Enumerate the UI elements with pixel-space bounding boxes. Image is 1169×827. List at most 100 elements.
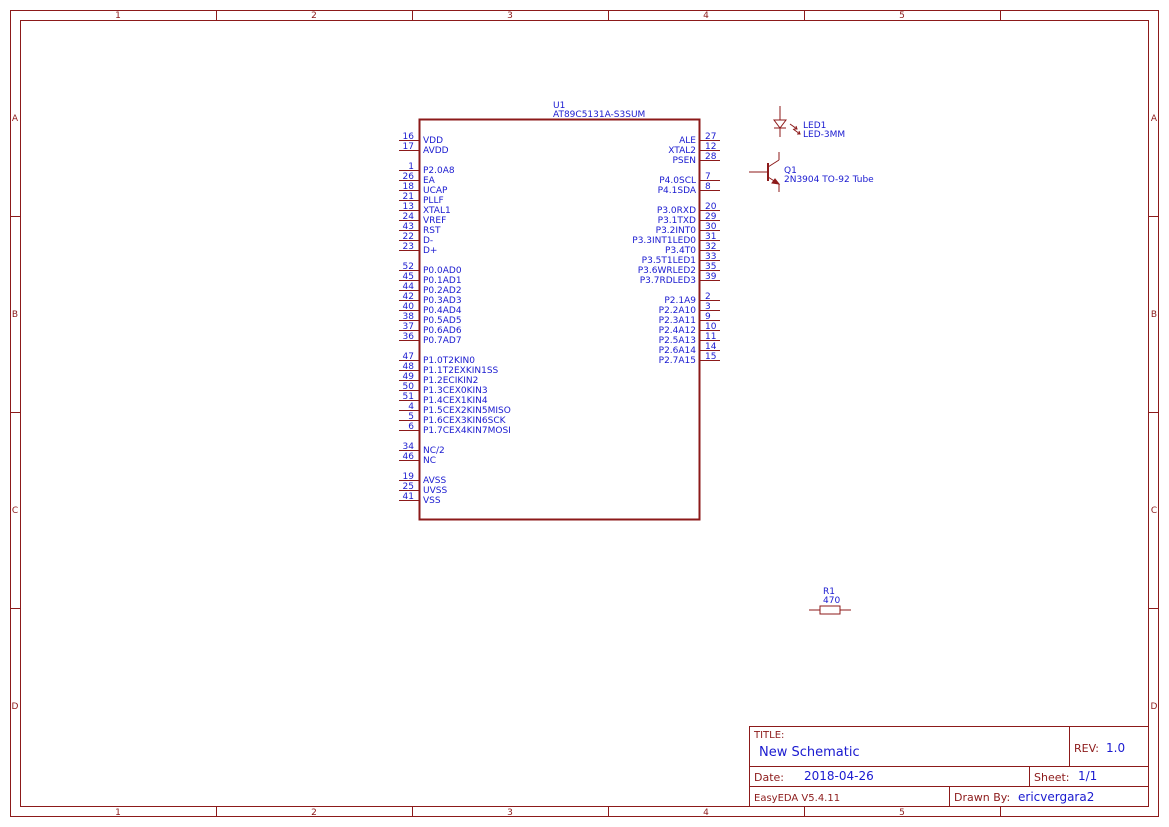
u1-pin-name: P2.3A11 bbox=[659, 316, 696, 326]
u1-part-name: AT89C5131A-S3SUM bbox=[553, 110, 645, 120]
drawing-frame bbox=[10, 10, 1159, 817]
drawn-by-value: ericvergara2 bbox=[1018, 790, 1094, 804]
u1-pin-number: 20 bbox=[705, 202, 717, 212]
u1-pin-name: P2.6A14 bbox=[659, 346, 697, 356]
u1-pin-number: 27 bbox=[705, 132, 716, 142]
u1-pin-name: EA bbox=[423, 176, 436, 186]
u1-pin-number: 25 bbox=[403, 482, 414, 492]
q1-designator: Q1 bbox=[784, 166, 797, 176]
frame-row-label: C bbox=[1151, 506, 1157, 516]
u1-pin-name: UCAP bbox=[423, 186, 448, 196]
u1-pin-number: 3 bbox=[705, 302, 711, 312]
u1-body bbox=[418, 118, 701, 521]
u1-pin-name: P3.0RXD bbox=[657, 206, 696, 216]
schematic-title: New Schematic bbox=[759, 745, 860, 760]
u1-pin-number: 30 bbox=[705, 222, 717, 232]
u1-pin-number: 13 bbox=[403, 202, 414, 212]
u1-pin-name: P0.5AD5 bbox=[423, 316, 462, 326]
u1-pin-number: 37 bbox=[403, 322, 414, 332]
frame-column-label: 1 bbox=[115, 11, 121, 21]
frame-column-label: 4 bbox=[703, 808, 709, 818]
u1-pin-name: AVSS bbox=[423, 476, 446, 486]
u1-pin-number: 36 bbox=[403, 332, 415, 342]
u1-pin-number: 1 bbox=[408, 162, 414, 172]
u1-pin-number: 49 bbox=[403, 372, 415, 382]
q1-part-name: 2N3904 TO-92 Tube bbox=[784, 175, 874, 185]
u1-pin-number: 6 bbox=[408, 422, 414, 432]
sheet-label: Sheet: bbox=[1034, 771, 1070, 784]
u1-pin-number: 17 bbox=[403, 142, 414, 152]
led1-light-arrow-2 bbox=[792, 128, 801, 135]
u1-pin-number: 7 bbox=[705, 172, 711, 182]
u1-pin-number: 12 bbox=[705, 142, 716, 152]
u1-pin-name: VDD bbox=[423, 136, 443, 146]
led1-arrow-head-1 bbox=[794, 125, 798, 130]
frame-row-label: A bbox=[12, 114, 19, 124]
u1-pin-name: P0.7AD7 bbox=[423, 336, 462, 346]
u1-pin-name: D+ bbox=[423, 246, 437, 256]
led1-diode-symbol bbox=[773, 119, 787, 129]
u1-pin-name: RST bbox=[423, 226, 441, 236]
u1-pin-number: 11 bbox=[705, 332, 716, 342]
outer-frame bbox=[10, 10, 1159, 817]
u1-pin-name: P2.5A13 bbox=[659, 336, 696, 346]
frame-column-label: 3 bbox=[507, 808, 513, 818]
u1-pin-number: 29 bbox=[705, 212, 717, 222]
u1-pin-number: 51 bbox=[403, 392, 414, 402]
u1-pin-number: 41 bbox=[403, 492, 414, 502]
u1-pin-number: 23 bbox=[403, 242, 414, 252]
u1-pin-name: ALE bbox=[679, 136, 696, 146]
u1-pin-name: D- bbox=[423, 236, 433, 246]
u1-pin-number: 52 bbox=[403, 262, 414, 272]
led1-arrow-head-2 bbox=[797, 130, 801, 135]
u1-pin-name: P0.6AD6 bbox=[423, 326, 462, 336]
frame-column-label: 2 bbox=[311, 808, 317, 818]
u1-pin-number: 44 bbox=[403, 282, 415, 292]
u1-pin-name: P3.1TXD bbox=[658, 216, 696, 226]
r1-component[interactable] bbox=[809, 605, 851, 615]
frame-row-label: B bbox=[1151, 310, 1157, 320]
u1-pin-number: 32 bbox=[705, 242, 716, 252]
u1-pin-name: P2.0A8 bbox=[423, 166, 455, 176]
u1-pin-name: XTAL1 bbox=[423, 206, 451, 216]
u1-pin-number: 46 bbox=[403, 452, 415, 462]
u1-pin-number: 18 bbox=[403, 182, 415, 192]
u1-pin-name: P1.5CEX2KIN5MISO bbox=[423, 406, 511, 416]
u1-pin-number: 42 bbox=[403, 292, 414, 302]
u1-pin-name: P4.0SCL bbox=[659, 176, 696, 186]
r1-designator: R1 bbox=[823, 587, 835, 597]
u1-pin-number: 31 bbox=[705, 232, 716, 242]
led1-designator: LED1 bbox=[803, 121, 826, 131]
inner-frame bbox=[20, 20, 1149, 807]
u1-pin-number: 14 bbox=[705, 342, 717, 352]
u1-pin-name: P3.2INT0 bbox=[656, 226, 697, 236]
u1-pin-number: 39 bbox=[705, 272, 717, 282]
led1-component[interactable] bbox=[773, 106, 801, 137]
u1-pin-number: 45 bbox=[403, 272, 414, 282]
u1-pin-name: P2.7A15 bbox=[659, 356, 696, 366]
u1-pin-name: P1.4CEX1KIN4 bbox=[423, 396, 488, 406]
u1-pin-name: PLLF bbox=[423, 196, 444, 206]
frame-row-label: A bbox=[1151, 114, 1158, 124]
u1-pin-name: P4.1SDA bbox=[658, 186, 697, 196]
frame-column-label: 5 bbox=[899, 11, 905, 21]
u1-pin-number: 8 bbox=[705, 182, 711, 192]
u1-pin-name: P3.6WRLED2 bbox=[638, 266, 696, 276]
u1-pin-name: P0.1AD1 bbox=[423, 276, 462, 286]
drawn-by-label: Drawn By: bbox=[954, 791, 1010, 804]
u1-pin-name: P2.4A12 bbox=[659, 326, 696, 336]
title-block bbox=[749, 726, 1149, 807]
u1-pin-number: 21 bbox=[403, 192, 414, 202]
led1-part-name: LED-3MM bbox=[803, 130, 845, 140]
q1-component[interactable] bbox=[749, 152, 781, 192]
software-version: EasyEDA V5.4.11 bbox=[754, 793, 840, 804]
u1-pin-number: 43 bbox=[403, 222, 414, 232]
u1-pin-number: 4 bbox=[408, 402, 414, 412]
u1-pin-number: 24 bbox=[403, 212, 415, 222]
u1-pin-number: 15 bbox=[705, 352, 716, 362]
q1-emitter-arrow bbox=[771, 178, 781, 185]
frame-column-label: 2 bbox=[311, 11, 317, 21]
